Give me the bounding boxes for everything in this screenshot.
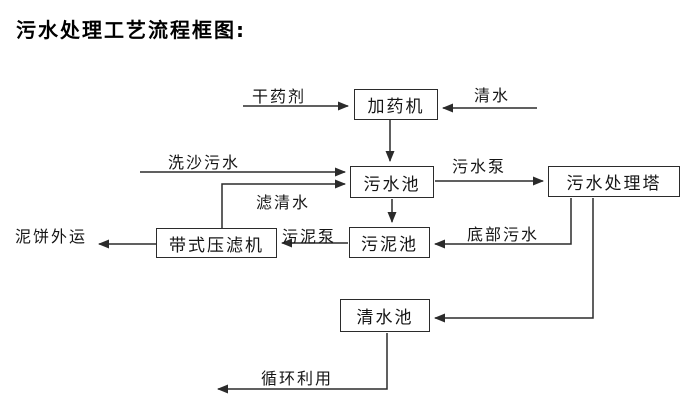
connector-tower-to-clearpool: [434, 198, 594, 323]
connector-filtered-water: [221, 179, 346, 228]
node-clear-water-pool-label: 清水池: [356, 308, 414, 328]
page-title: 污水处理工艺流程框图:: [16, 18, 246, 42]
node-belt-filter-press-label: 带式压滤机: [169, 235, 264, 256]
flow-label-mud-cake-out: 泥饼外运: [15, 227, 88, 246]
flow-label-filtered-water: 滤清水: [256, 193, 311, 212]
node-dosing-machine-label: 加药机: [367, 97, 425, 117]
node-sludge-pool-label: 污泥池: [361, 235, 418, 255]
node-treatment-tower-label: 污水处理塔: [566, 174, 662, 194]
flow-label-sand-washing-sewage: 洗沙污水: [168, 153, 241, 172]
node-clear-water-pool: 清水池: [340, 299, 430, 332]
node-sewage-pool: 污水池: [350, 166, 434, 198]
connector-bottom-sewage: [434, 198, 572, 249]
flow-label-recycle-use: 循环利用: [261, 369, 334, 388]
node-treatment-tower: 污水处理塔: [548, 166, 680, 197]
flow-label-clear-water: 清水: [474, 86, 511, 105]
node-belt-filter-press: 带式压滤机: [156, 228, 277, 258]
node-sludge-pool: 污泥池: [349, 227, 430, 258]
flow-label-dry-chemical: 干药剂: [252, 87, 307, 106]
node-sewage-pool-label: 污水池: [363, 174, 421, 195]
connector-recycle-use: [217, 333, 388, 394]
flow-label-bottom-sewage: 底部污水: [467, 225, 540, 244]
node-dosing-machine: 加药机: [354, 89, 438, 120]
flow-label-sewage-pump: 污水泵: [452, 157, 507, 176]
flow-label-sludge-pump: 污泥泵: [282, 227, 337, 246]
